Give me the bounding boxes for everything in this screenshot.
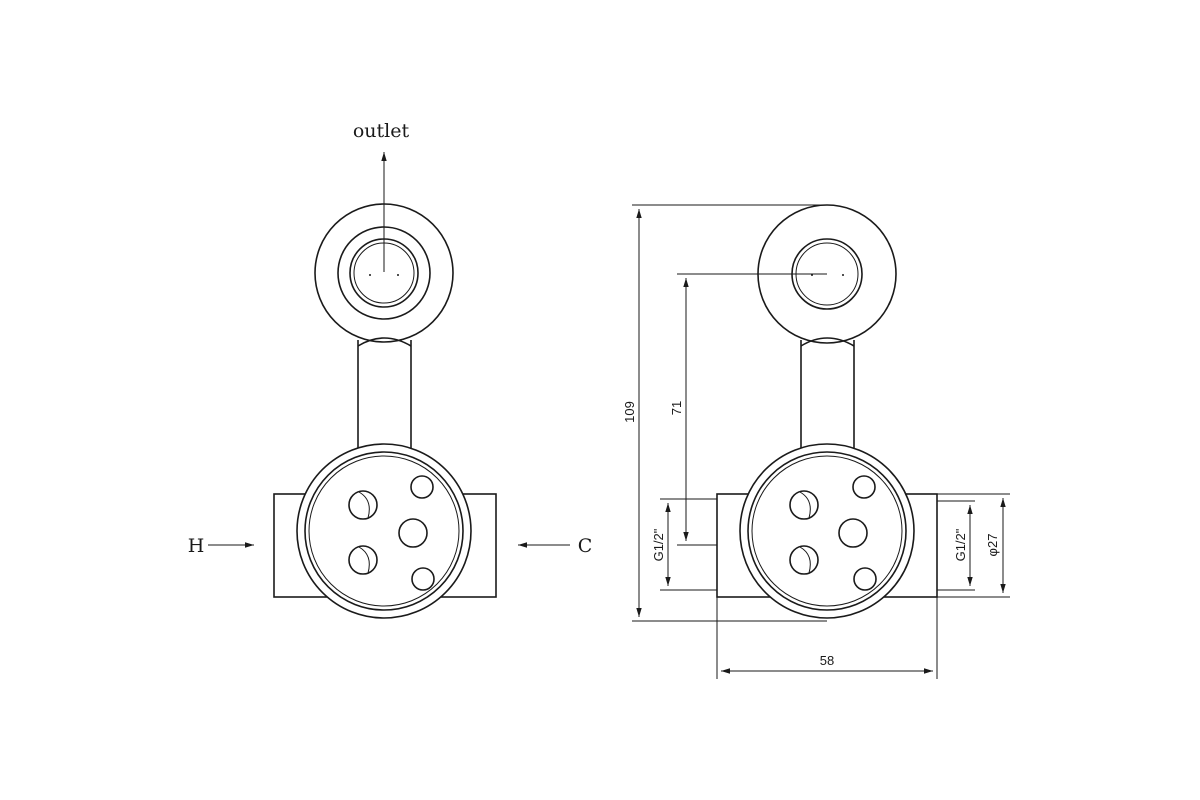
- dimension-width: 58: [716, 597, 938, 679]
- dimension-thread-left: G1/2": [651, 498, 717, 591]
- hot-inlet-label: H: [188, 535, 205, 557]
- dimension-total-height: 109: [622, 204, 827, 622]
- dimension-center-height-label: 71: [669, 401, 684, 415]
- main-body-right: [739, 443, 915, 619]
- dimension-total-height-label: 109: [622, 401, 637, 423]
- connecting-neck: [357, 337, 412, 452]
- dimension-center-height: 71: [669, 273, 827, 546]
- dimension-diameter-label: φ27: [985, 534, 1000, 557]
- dimension-width-label: 58: [820, 653, 834, 668]
- dimension-thread-right-label: G1/2": [953, 528, 968, 561]
- outlet-label: outlet: [353, 120, 410, 142]
- cold-inlet-label: C: [578, 535, 593, 557]
- connecting-neck-right: [800, 337, 855, 452]
- dimension-diameter: φ27: [937, 493, 1010, 598]
- main-body: [296, 443, 472, 619]
- dimension-thread-right: G1/2": [937, 500, 975, 591]
- outlet-boss: [314, 203, 454, 343]
- dimension-thread-left-label: G1/2": [651, 528, 666, 561]
- right-view: 109 71 G1/2" G1/2" φ27: [622, 204, 1010, 679]
- left-view: outlet: [188, 120, 593, 619]
